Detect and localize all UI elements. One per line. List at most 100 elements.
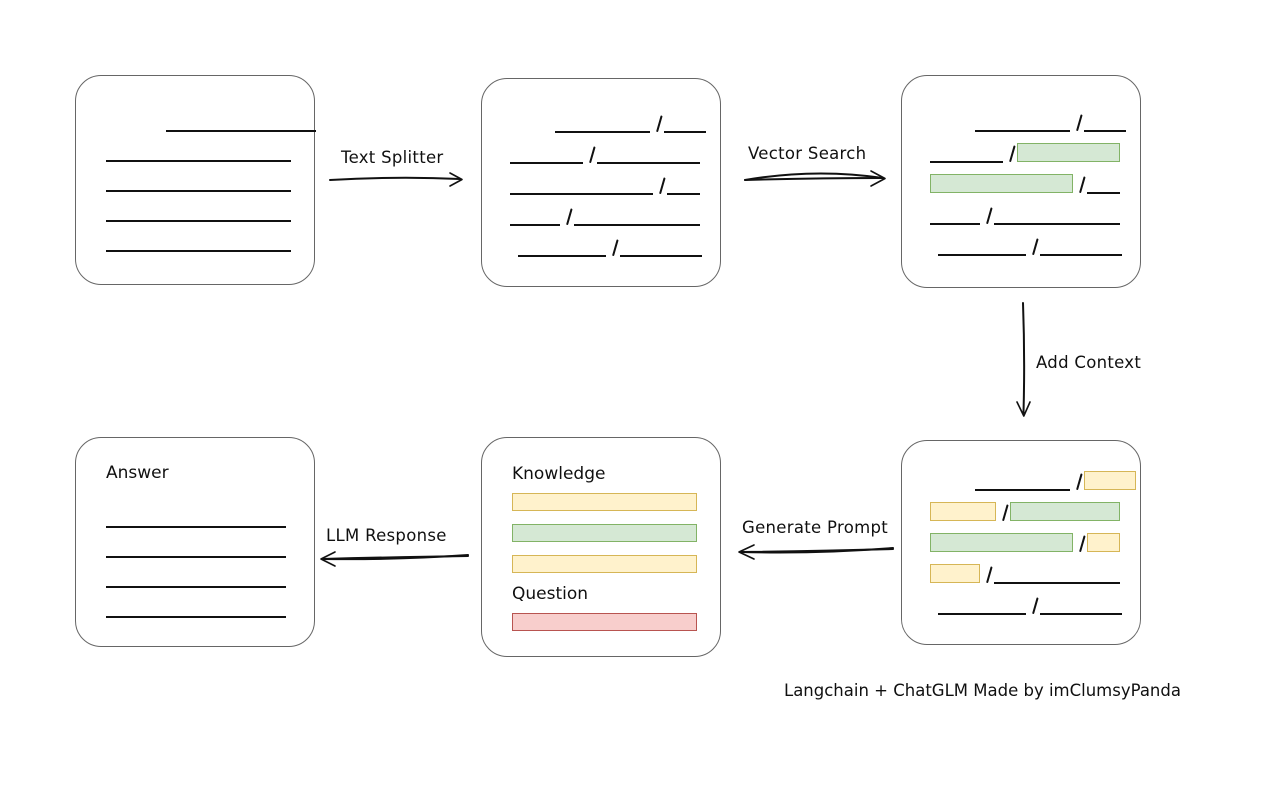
text-line-row xyxy=(106,140,291,162)
source-document-box[interactable] xyxy=(75,75,316,285)
chunk-separator-slash xyxy=(1026,593,1040,615)
highlight-chunk-yellow xyxy=(930,502,996,521)
highlight-chunk-green xyxy=(1010,502,1120,521)
vector-matches-box[interactable] xyxy=(901,75,1141,288)
chunk-separator-slash xyxy=(1073,172,1087,194)
prompt-box[interactable]: Knowledge Question xyxy=(481,437,721,657)
text-line-row xyxy=(930,531,1120,553)
text-line-segment xyxy=(1084,110,1126,132)
text-line-row xyxy=(106,110,316,132)
text-line-row xyxy=(106,506,286,528)
row-indent-gap xyxy=(930,469,975,491)
row-indent-gap xyxy=(930,234,938,256)
text-line-row xyxy=(510,173,700,195)
highlight-chunk-yellow xyxy=(930,564,980,583)
text-line-segment xyxy=(597,142,700,164)
chunk-separator-slash xyxy=(980,203,994,225)
knowledge-bar-yellow xyxy=(512,493,697,511)
vector-search-label: Vector Search xyxy=(748,144,867,163)
chunk-separator-slash xyxy=(606,235,620,257)
text-line-segment xyxy=(106,140,291,162)
text-line-segment xyxy=(938,593,1026,615)
text-line-segment xyxy=(106,200,291,222)
text-line-row xyxy=(930,141,1120,163)
text-line-row xyxy=(510,235,702,257)
text-line-segment xyxy=(664,111,706,133)
chunk-separator-slash xyxy=(650,111,664,133)
row-indent-gap xyxy=(510,235,518,257)
question-bar-red xyxy=(512,613,697,631)
text-line-row xyxy=(106,596,286,618)
text-line-row xyxy=(930,203,1120,225)
question-title: Question xyxy=(512,584,589,604)
text-line-row xyxy=(510,111,706,133)
text-line-segment xyxy=(510,142,583,164)
text-line-segment xyxy=(106,170,291,192)
context-chunks-box[interactable] xyxy=(901,440,1141,645)
vector-matches-rows xyxy=(902,76,1140,287)
text-line-segment xyxy=(938,234,1026,256)
text-line-row xyxy=(510,142,700,164)
text-line-segment xyxy=(1040,234,1122,256)
text-line-row xyxy=(106,170,291,192)
text-line-row xyxy=(930,110,1126,132)
split-chunks-box[interactable] xyxy=(481,78,721,287)
text-line-segment xyxy=(555,111,650,133)
chunk-separator-slash xyxy=(980,562,994,584)
text-line-row xyxy=(930,234,1122,256)
text-line-row xyxy=(930,562,1120,584)
text-line-segment xyxy=(510,173,653,195)
llm-response-arrow xyxy=(320,551,469,567)
text-line-segment xyxy=(667,173,700,195)
highlight-chunk-green xyxy=(930,533,1073,552)
chunk-separator-slash xyxy=(1070,469,1084,491)
text-line-row xyxy=(106,230,291,252)
knowledge-bar-yellow xyxy=(512,555,697,573)
llm-response-label: LLM Response xyxy=(326,526,447,545)
generate-prompt-arrow xyxy=(738,544,894,560)
row-indent-gap xyxy=(510,111,555,133)
text-line-segment xyxy=(994,203,1120,225)
text-line-segment xyxy=(930,203,980,225)
knowledge-title: Knowledge xyxy=(512,464,606,484)
text-line-segment xyxy=(574,204,700,226)
text-line-row xyxy=(930,500,1120,522)
text-line-segment xyxy=(166,110,316,132)
text-line-segment xyxy=(106,566,286,588)
text-line-row xyxy=(106,536,286,558)
diagram-caption: Langchain + ChatGLM Made by imClumsyPand… xyxy=(784,681,1181,700)
chunk-separator-slash xyxy=(560,204,574,226)
text-line-segment xyxy=(106,596,286,618)
text-line-segment xyxy=(975,469,1070,491)
text-line-segment xyxy=(106,230,291,252)
text-line-row xyxy=(106,566,286,588)
chunk-separator-slash xyxy=(583,142,597,164)
highlight-chunk-green xyxy=(1017,143,1120,162)
add-context-arrow xyxy=(1016,302,1031,417)
text-line-segment xyxy=(994,562,1120,584)
text-splitter-label: Text Splitter xyxy=(341,148,444,167)
text-line-segment xyxy=(930,141,1003,163)
text-line-row xyxy=(106,200,291,222)
text-line-row xyxy=(930,593,1122,615)
highlight-chunk-green xyxy=(930,174,1073,193)
text-splitter-arrow xyxy=(329,172,463,187)
chunk-separator-slash xyxy=(653,173,667,195)
answer-title: Answer xyxy=(106,463,169,483)
text-line-segment xyxy=(620,235,702,257)
chunk-separator-slash xyxy=(1003,141,1017,163)
highlight-chunk-yellow xyxy=(1084,471,1136,490)
answer-rows xyxy=(76,438,314,646)
chunk-separator-slash xyxy=(1070,110,1084,132)
split-chunks-rows xyxy=(482,79,720,286)
highlight-chunk-yellow xyxy=(1087,533,1120,552)
chunk-separator-slash xyxy=(1026,234,1040,256)
row-indent-gap xyxy=(106,110,166,132)
answer-box[interactable]: Answer xyxy=(75,437,315,647)
chunk-separator-slash xyxy=(996,500,1010,522)
row-indent-gap xyxy=(930,593,938,615)
generate-prompt-label: Generate Prompt xyxy=(742,518,888,537)
row-indent-gap xyxy=(930,110,975,132)
text-line-segment xyxy=(1087,172,1120,194)
